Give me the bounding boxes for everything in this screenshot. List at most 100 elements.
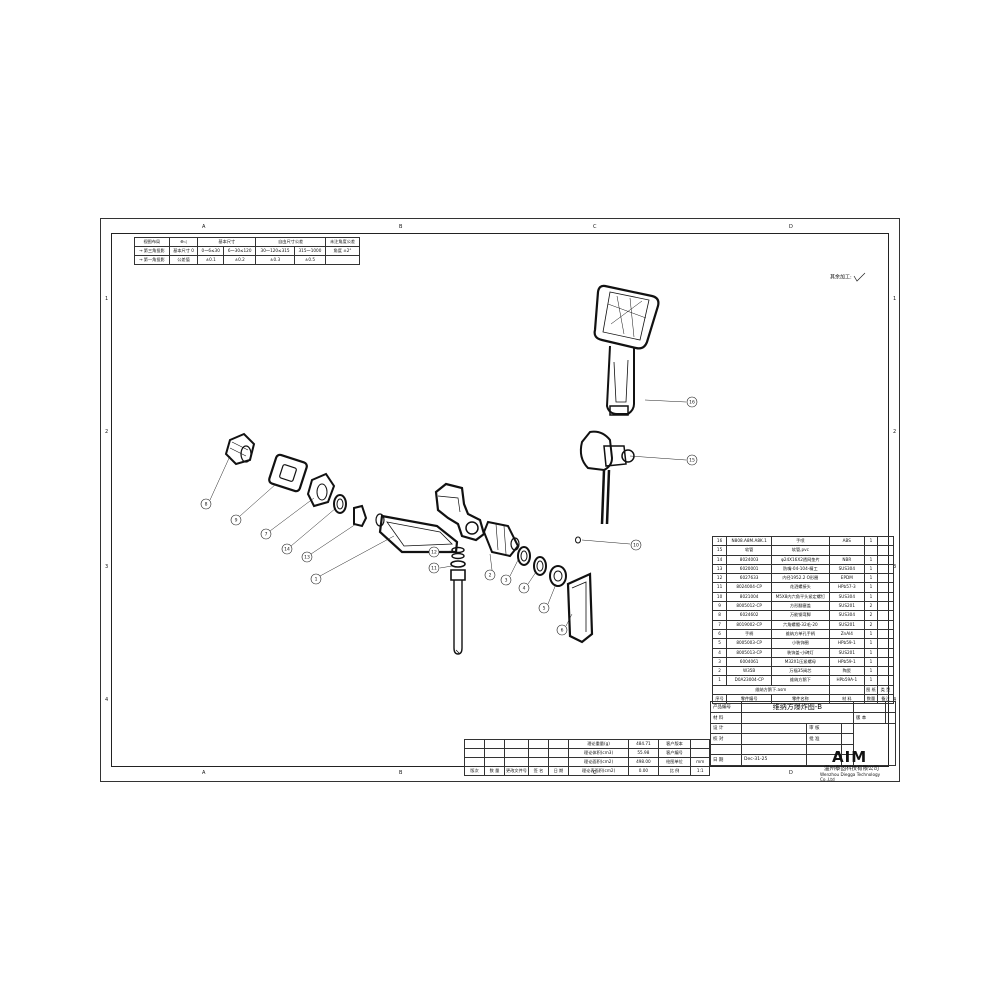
bom-cell: 手柄 — [726, 628, 773, 640]
callout-balloon — [428, 562, 440, 574]
bom-cell: 1 — [864, 563, 878, 575]
design-label: 设 计 — [710, 722, 742, 734]
tol-cell: ±0.5 — [293, 255, 327, 265]
bom-cell: 2 — [864, 619, 878, 630]
drawing-title: 维纳方爆炸图-B — [741, 701, 854, 713]
approve-label: 批 准 — [806, 733, 843, 745]
bom-cell: 16 — [711, 535, 728, 547]
callout-balloon — [518, 582, 530, 594]
zone-label: A — [202, 224, 206, 230]
bom-cell: 1 — [864, 638, 878, 649]
bom-cell — [876, 573, 895, 584]
mass-cell: 55.98 — [628, 748, 659, 758]
bom-cell — [876, 675, 895, 686]
company-name-en: Wenzhou Diegga Technology Co.,Ltd — [820, 772, 881, 782]
handle-part — [566, 572, 594, 644]
bom-cell — [876, 601, 895, 612]
row-label: 1 — [893, 296, 897, 302]
callout-label: 10 — [633, 543, 639, 549]
bom-cell: 2 — [711, 666, 728, 677]
tol-cell — [325, 255, 360, 265]
bom-cell: 内径1952.2 O形圈 — [771, 573, 830, 584]
exploded-view: 16 15 8 9 7 14 13 1 12 11 2 3 4 5 6 10 — [200, 284, 698, 655]
callout-balloon — [310, 573, 322, 585]
bom-cell: 1 — [711, 675, 728, 686]
bom-cell: 维纳方鹅下.asm — [712, 684, 830, 696]
zone-label: D — [789, 770, 793, 776]
bom-cell: SUS304 — [828, 563, 866, 575]
version-value — [884, 712, 897, 724]
bom-cell — [876, 535, 895, 547]
bom-cell: 3 — [711, 656, 728, 668]
bom-cell: φ24X16X2透网垫片 — [771, 554, 830, 565]
callout-label: 9 — [235, 518, 238, 524]
nut-7-part — [306, 472, 336, 508]
bom-cell: HPb59A-1 — [828, 675, 866, 686]
rev-cell — [504, 757, 529, 767]
square-cover-part — [268, 453, 308, 493]
callout-label: 15 — [689, 458, 695, 464]
callout-label: 14 — [284, 547, 290, 553]
rev-cell — [484, 757, 505, 767]
bom-cell: 8024004-CP — [726, 582, 773, 593]
bom-cell: 8 — [711, 610, 728, 621]
mass-cell: 比 例 — [657, 766, 692, 776]
bom-cell: 15 — [711, 545, 728, 556]
version-label: 版 本 — [852, 712, 886, 724]
callout-label: 2 — [489, 573, 492, 579]
zone-label: B — [399, 770, 403, 776]
rev-cell — [547, 748, 569, 758]
rev-cell — [464, 739, 485, 749]
bom-cell: 1 — [864, 591, 878, 603]
bom-cell — [876, 619, 895, 630]
bom-cell — [876, 647, 895, 658]
callout-label: 3 — [505, 578, 508, 584]
bom-cell: 7 — [711, 619, 728, 630]
bom-cell: 4 — [711, 647, 728, 658]
bom-cell: N808.A8M.A8K.1 — [726, 535, 773, 547]
bom-cell: EPDM — [828, 573, 866, 584]
bom-cell: W35B — [726, 666, 773, 677]
zone-label: A — [202, 770, 206, 776]
valve-cartridge-part — [482, 520, 520, 558]
mass-cell: 498.00 — [628, 757, 659, 767]
brand-logo: AIM — [832, 748, 868, 766]
hex-nut-part — [224, 432, 256, 466]
rev-cell — [527, 748, 549, 758]
bom-cell: 六角螺帽-32毛-20 — [771, 619, 830, 630]
callout-balloon — [686, 454, 698, 466]
drawing-sheet: A B C D A B C D 1 2 3 4 1 2 3 4 视图布局 ⊕◁ … — [100, 218, 900, 782]
callout-balloon — [260, 528, 272, 540]
bom-cell — [876, 554, 895, 565]
mass-cell: 0.00 — [628, 766, 659, 776]
bom-cell — [876, 582, 895, 593]
bom-cell: 万福35阀芯 — [771, 666, 830, 677]
drawing-type-cell — [852, 701, 886, 713]
bom-cell: 5 — [711, 638, 728, 649]
bom-cell: SUS201 — [828, 647, 866, 658]
blank-cell — [740, 743, 808, 755]
bom-cell: 6004061 — [726, 656, 773, 668]
bom-cell: 12 — [711, 573, 728, 584]
sign-cell — [841, 722, 854, 734]
roughness-label: 其余加工: — [830, 274, 852, 281]
rev-cell — [464, 757, 485, 767]
faucet-body-part — [378, 482, 486, 554]
material-value — [741, 712, 854, 724]
bom-cell: 1 — [864, 628, 878, 640]
callout-balloon — [500, 574, 512, 586]
tolerance-table: 视图布局 ⊕◁ 基本尺寸 自由尺寸公差 未注角度公差 → 第三角投影 基本尺寸 … — [134, 237, 360, 265]
tol-cell: ±0.2 — [223, 255, 257, 265]
